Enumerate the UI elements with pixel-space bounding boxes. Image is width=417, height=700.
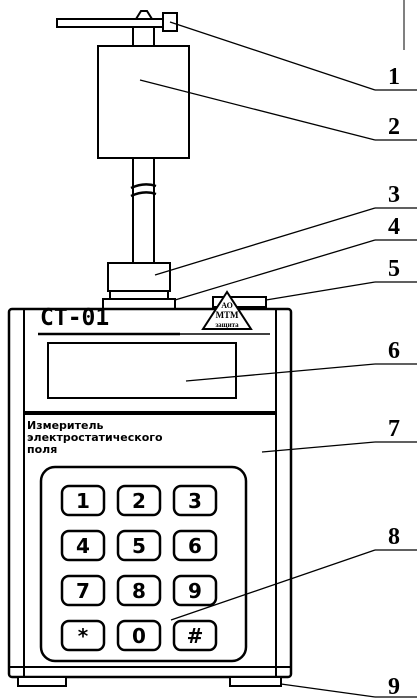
model-label: CT-01 [40, 305, 109, 331]
logo-line-3: защита [215, 321, 239, 329]
callout-5: 5 [388, 256, 400, 282]
key-4[interactable] [60, 529, 106, 562]
sensor-body [97, 45, 190, 159]
housing-top-cap [212, 296, 267, 308]
caption-line-3: поля [27, 443, 57, 456]
housing-foot-left [17, 676, 67, 687]
cable-break-mark [130, 183, 157, 198]
key-1[interactable] [60, 484, 106, 517]
key-3-label: 3 [188, 489, 202, 513]
callout-7: 7 [388, 416, 400, 442]
caption-line-1: Измеритель [27, 419, 104, 432]
callouts: 1 2 3 4 5 6 7 8 9 [139, 21, 417, 700]
callout-8: 8 [388, 524, 400, 550]
key-2-label: 2 [132, 489, 146, 513]
key-9[interactable] [172, 574, 218, 607]
key-7-label: 7 [76, 579, 90, 603]
manufacturer-logo: АО МТМ защита [201, 290, 253, 330]
leader-line-9 [280, 683, 376, 698]
leader-line-4 [174, 239, 376, 301]
key-8-label: 8 [132, 579, 146, 603]
callout-1: 1 [388, 64, 400, 90]
key-4-label: 4 [76, 534, 90, 558]
key-7[interactable] [60, 574, 106, 607]
connector-socket [109, 290, 169, 300]
key-8[interactable] [116, 574, 162, 607]
display-window [47, 342, 237, 399]
key-star-label: * [78, 624, 89, 648]
leader-line-8 [170, 549, 376, 621]
key-1-label: 1 [76, 489, 90, 513]
key-hash[interactable] [172, 619, 218, 652]
probe-assembly [56, 10, 190, 310]
keypad: 1 2 3 4 5 6 7 8 9 * 0 # [39, 465, 248, 663]
leader-line-5 [265, 281, 376, 301]
leader-line-1 [169, 21, 376, 91]
housing-foot-right [229, 676, 282, 687]
key-0-label: 0 [132, 624, 146, 648]
callout-4: 4 [388, 214, 400, 240]
probe-top-knob [134, 10, 154, 20]
key-hash-label: # [187, 624, 204, 648]
connector-base [102, 298, 176, 310]
caption-line-2: электростатического [27, 431, 163, 444]
callout-9: 9 [388, 674, 400, 700]
key-9-label: 9 [188, 579, 202, 603]
key-5[interactable] [116, 529, 162, 562]
key-star[interactable] [60, 619, 106, 652]
logo-line-1: АО [221, 301, 233, 310]
leader-line-7 [261, 441, 376, 453]
leader-line-3 [154, 207, 376, 276]
leader-line-2 [139, 79, 376, 141]
callout-3: 3 [388, 182, 400, 208]
key-6-label: 6 [188, 534, 202, 558]
key-5-label: 5 [132, 534, 146, 558]
key-3[interactable] [172, 484, 218, 517]
callout-2: 2 [388, 114, 400, 140]
key-0[interactable] [116, 619, 162, 652]
logo-line-2: МТМ [216, 310, 239, 320]
key-2[interactable] [116, 484, 162, 517]
callout-6: 6 [388, 338, 400, 364]
instrument-housing: CT-01 АО МТМ защита Измеритель электрост… [7, 290, 293, 687]
logo-triangle [201, 290, 253, 330]
leader-line-6 [185, 363, 376, 382]
key-6[interactable] [172, 529, 218, 562]
probe-top-bar [56, 18, 166, 28]
connector-nut [107, 262, 171, 292]
